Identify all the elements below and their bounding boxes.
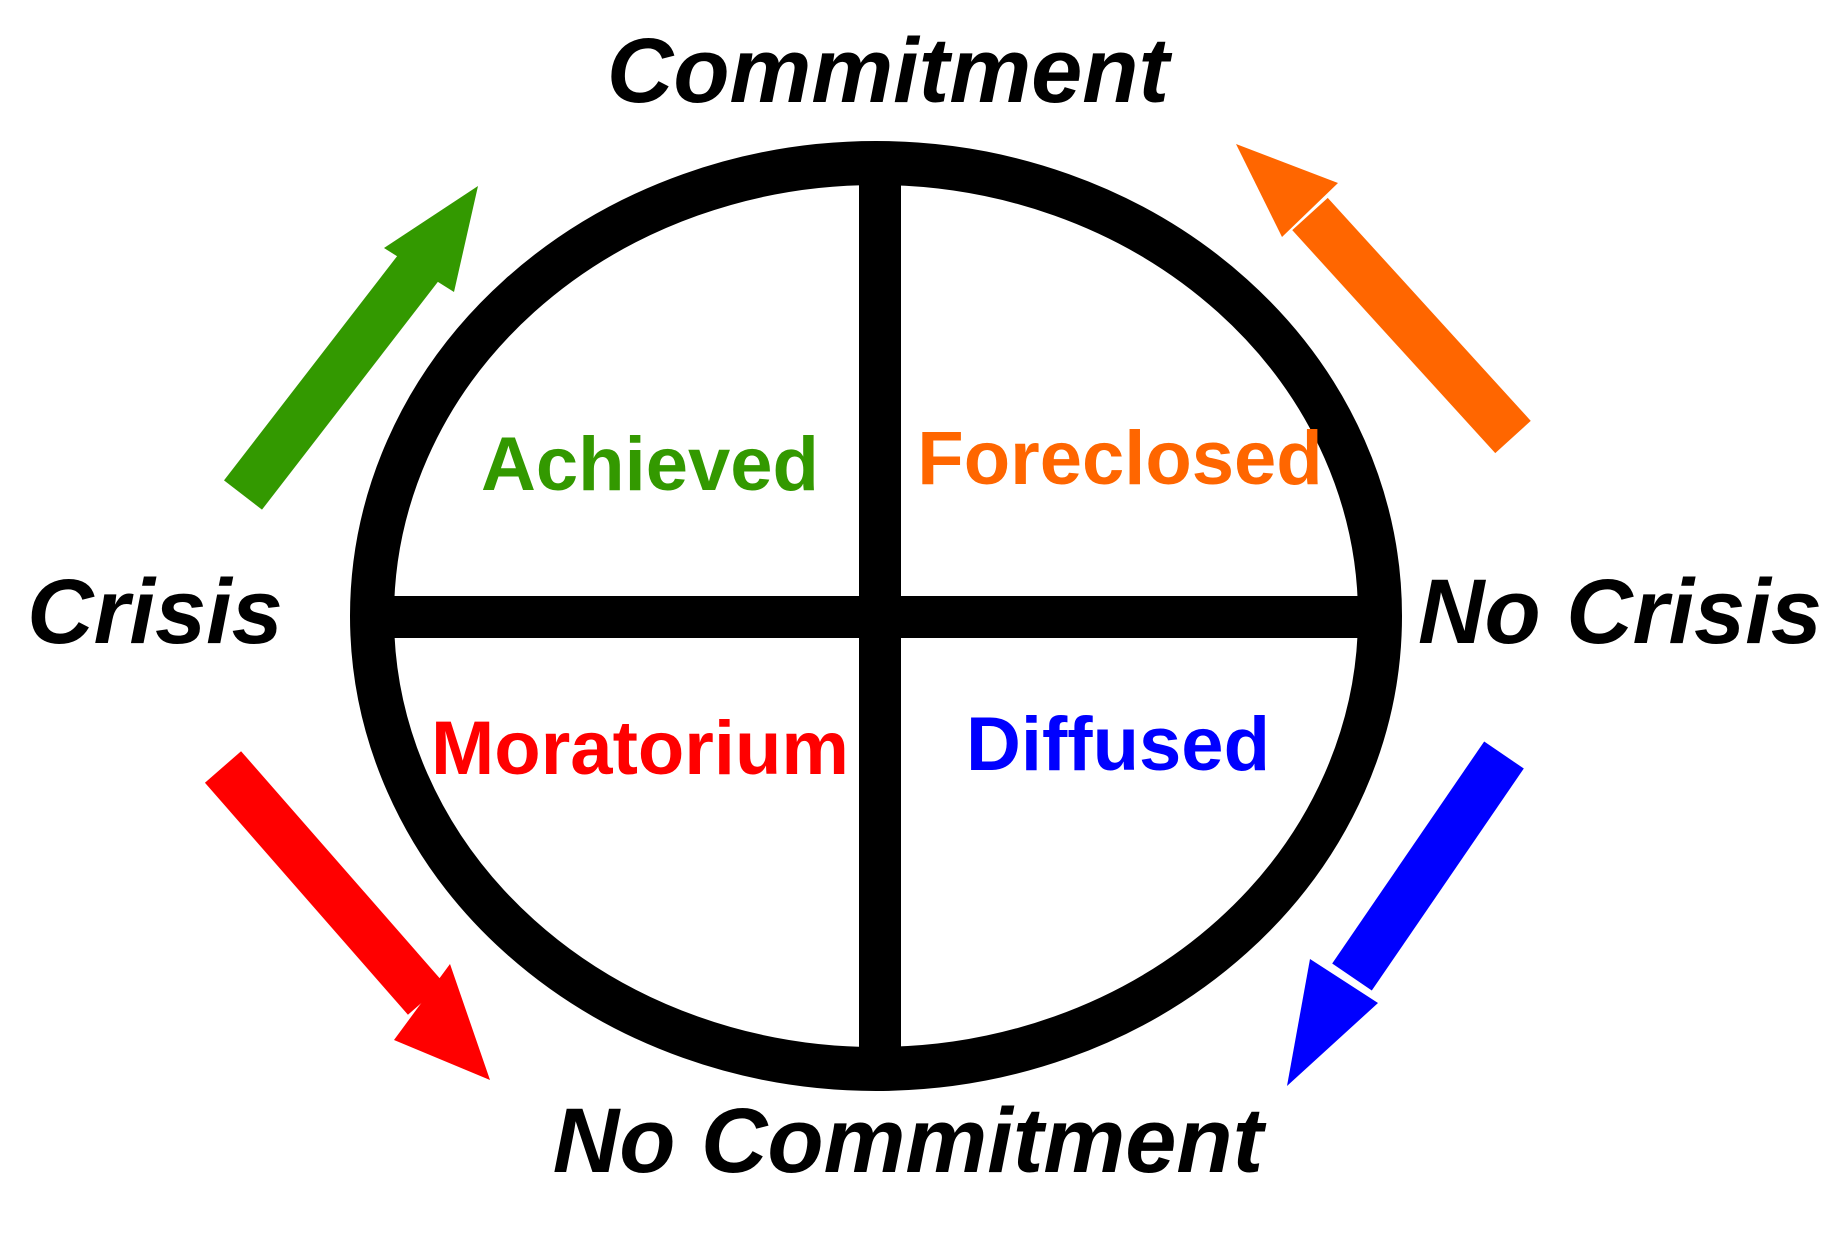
arrow-head bbox=[1287, 959, 1378, 1086]
arrow-shaft bbox=[1292, 197, 1531, 454]
quadrant-label-foreclosed: Foreclosed bbox=[917, 416, 1322, 501]
axis-label-crisis: Crisis bbox=[27, 561, 283, 663]
axis-label-no-commitment: No Commitment bbox=[553, 1090, 1267, 1192]
arrow-shaft bbox=[224, 243, 445, 510]
arrow-head bbox=[394, 964, 490, 1080]
arrow-no-crisis-to-diffused bbox=[1287, 741, 1524, 1086]
arrow-head bbox=[384, 186, 478, 292]
quadrant-label-achieved: Achieved bbox=[481, 422, 819, 507]
arrow-shaft bbox=[204, 751, 445, 1015]
arrow-no-crisis-to-foreclosed bbox=[1236, 144, 1531, 454]
arrow-crisis-to-achieved bbox=[224, 186, 478, 510]
axis-label-commitment: Commitment bbox=[607, 20, 1173, 122]
quadrant-label-diffused: Diffused bbox=[966, 702, 1270, 787]
arrow-crisis-to-moratorium bbox=[204, 751, 490, 1080]
arrow-head bbox=[1236, 144, 1338, 237]
arrow-shaft bbox=[1332, 741, 1524, 991]
quadrant-label-moratorium: Moratorium bbox=[431, 706, 849, 791]
axis-label-no-crisis: No Crisis bbox=[1418, 561, 1822, 663]
